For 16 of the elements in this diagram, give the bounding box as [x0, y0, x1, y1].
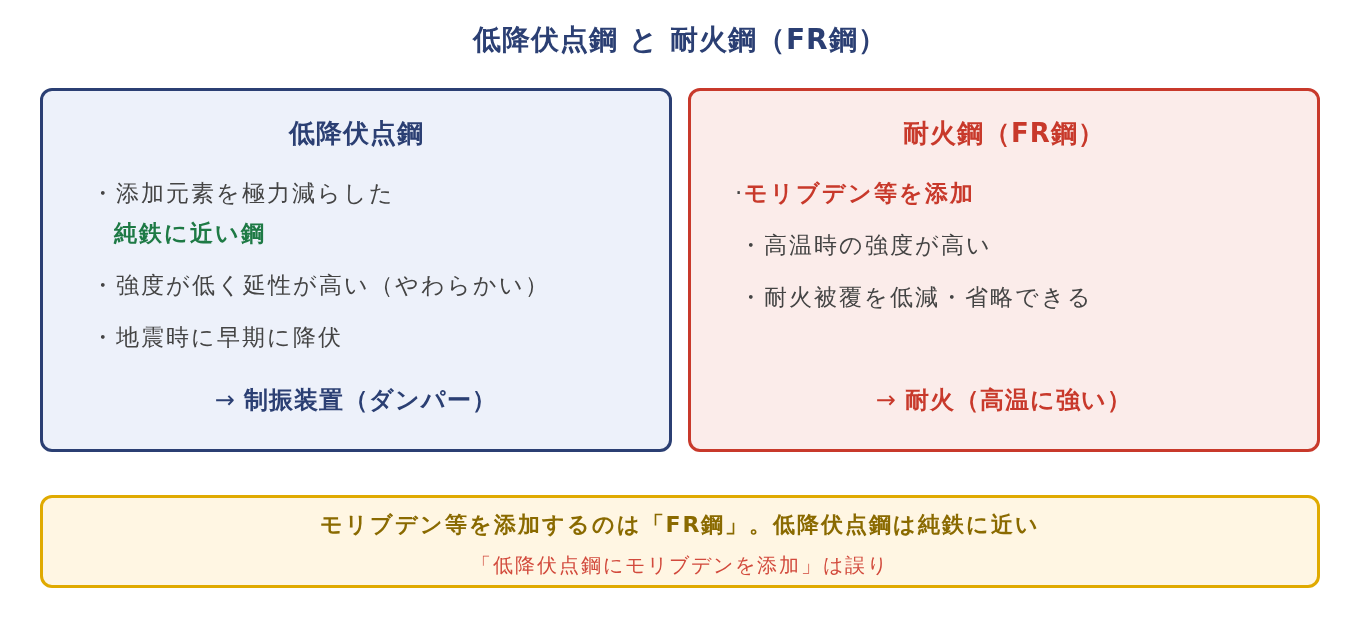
bullet-point: ・高温時の強度が高い [739, 231, 992, 260]
bullet-point: ・耐火被覆を低減・省略できる [739, 283, 1093, 312]
bullet-point: ・地震時に早期に降伏 [91, 323, 343, 352]
correction-note: 「低降伏点鋼にモリブデンを添加」は誤り [471, 552, 889, 579]
conclusion-text: → 耐火（高温に強い） [875, 385, 1133, 416]
bullet-point: ・添加元素を極力減らした純鉄に近い鋼 [91, 179, 395, 248]
panel-heading: 耐火鋼（FR鋼） [903, 117, 1105, 150]
panel-heading: 低降伏点鋼 [288, 117, 424, 150]
comparison-panel [40, 88, 672, 452]
bullet-point: ·モリブデン等を添加 [735, 179, 976, 208]
conclusion-text: → 制振装置（ダンパー） [214, 385, 498, 416]
summary-panel [40, 495, 1320, 588]
comparison-panel [688, 88, 1320, 452]
diagram-title: 低降伏点鋼 と 耐火鋼（FR鋼） [473, 22, 887, 58]
bullet-point: ・強度が低く延性が高い（やわらかい） [91, 271, 550, 300]
summary-text: モリブデン等を添加するのは「FR鋼」。低降伏点鋼は純鉄に近い [319, 511, 1041, 539]
